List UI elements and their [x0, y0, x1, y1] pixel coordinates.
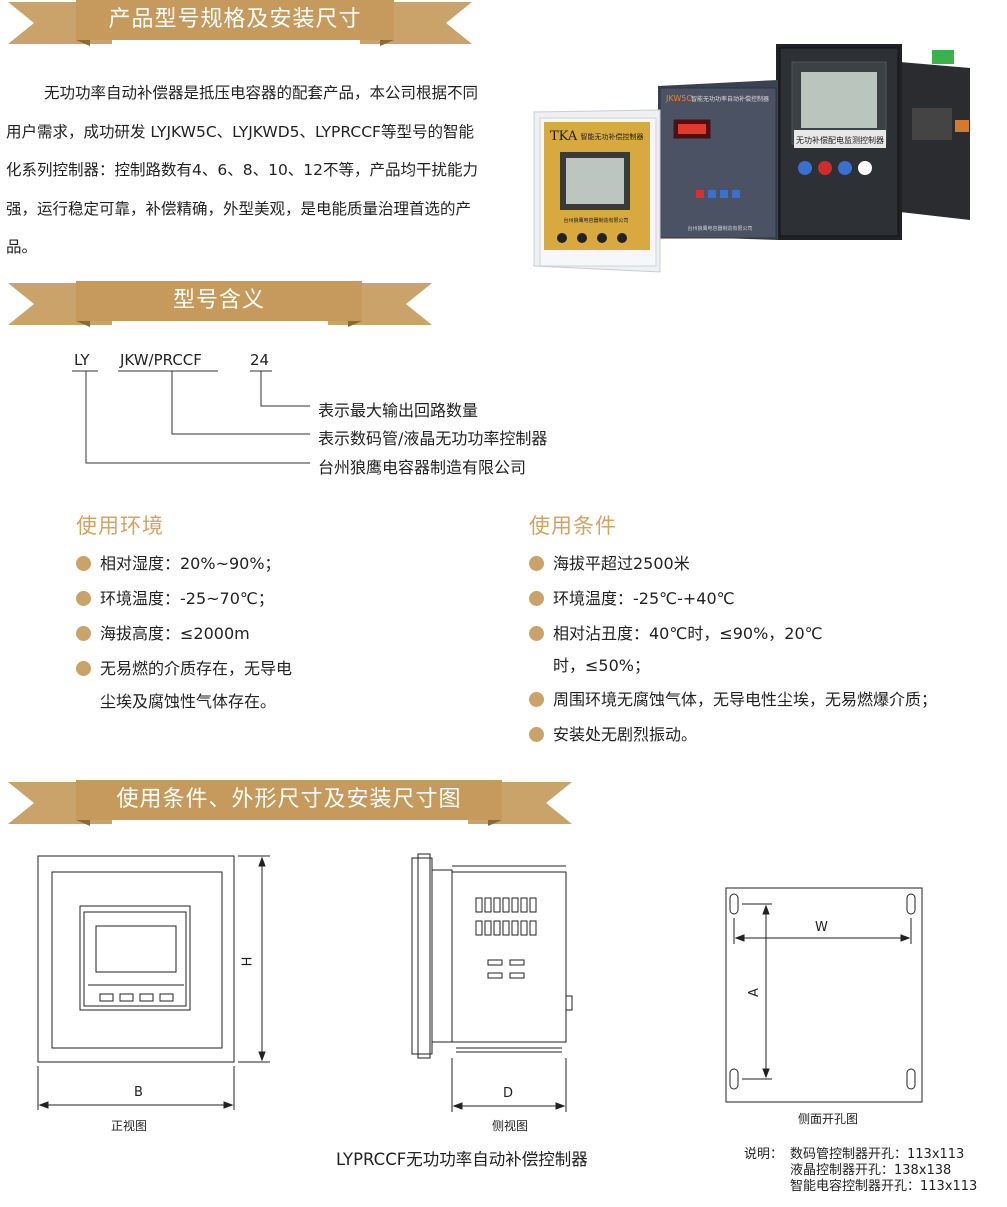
bullet-dot — [76, 626, 91, 641]
bullet-dot — [529, 591, 544, 606]
hole-view-label: 侧面开孔图 — [798, 1112, 859, 1126]
model-code-ly: LY — [74, 351, 90, 369]
banner-ribbon-shape — [8, 780, 572, 826]
condition-item-humidity-cont: 时，≤50%； — [553, 656, 650, 675]
front-view-drawing — [37, 855, 270, 1110]
environment-item-medium: 无易燃的介质存在，无导电 — [76, 659, 292, 679]
dim-label-h: H — [240, 956, 256, 967]
side-view-drawing — [411, 853, 573, 1112]
banner-dimensions: 使用条件、外形尺寸及安装尺寸图 — [0, 780, 580, 826]
model-connector-lines — [72, 370, 310, 464]
bullet-dot — [529, 727, 544, 742]
product-device-2-footer: 台州狼鹰电容器制造有限公司 — [687, 225, 752, 232]
product-device-3-title: 无功补偿配电监测控制器 — [796, 135, 884, 145]
environment-item-altitude: 海拔高度：≤2000m — [76, 624, 250, 644]
environment-item-humidity: 相对湿度：20%~90%； — [76, 554, 281, 574]
bullet-dot — [76, 591, 91, 606]
product-photo: 无功补偿配电监测控制器 JKW5C 智能无功功率自动补偿控制器 台州狼鹰电容器制… — [533, 44, 970, 273]
product-device-1-footer: 台州狼鹰电容器制造有限公司 — [563, 217, 628, 224]
environment-title: 使用环境 — [76, 514, 164, 538]
product-device-1-brand: TKA — [550, 129, 578, 144]
environment-item-temperature: 环境温度：-25~70℃； — [76, 589, 274, 609]
condition-item-humidity: 相对沾丑度：40℃时，≤90%，20℃ — [529, 624, 823, 644]
dim-label-d: D — [503, 1086, 514, 1101]
model-desc-outputs: 表示最大输出回路数量 — [318, 401, 479, 420]
product-device-2-title: 智能无功功率自动补偿控制器 — [691, 95, 769, 103]
hole-note-title: 说明： — [744, 1147, 784, 1162]
hole-note-digital: 数码管控制器开孔：113x113 — [790, 1147, 965, 1162]
dim-label-w: W — [815, 920, 828, 935]
hole-note-lcd: 液晶控制器开孔：138x138 — [790, 1163, 952, 1178]
product-device-3: 无功补偿配电监测控制器 — [776, 44, 970, 240]
condition-item-altitude: 海拔平超过2500米 — [529, 554, 690, 574]
product-device-2-brand: JKW5C — [665, 94, 692, 103]
dimensions-section-title: 使用条件、外形尺寸及安装尺寸图 — [116, 787, 462, 812]
hole-note-smart: 智能电容控制器开孔：113x113 — [790, 1179, 978, 1194]
side-view-label: 侧视图 — [492, 1119, 529, 1133]
dim-label-b: B — [134, 1085, 143, 1100]
intro-paragraph: 无功功率自动补偿器是抵压电容器的配套产品，本公司根据不同用户需求，成功研发 LY… — [6, 84, 479, 256]
product-device-1: TKA 智能无功补偿控制器 台州狼鹰电容器制造有限公司 — [533, 109, 661, 273]
condition-item-temperature: 环境温度：-25℃-+40℃ — [529, 589, 735, 609]
model-desc-controller: 表示数码管/液晶无功功率控制器 — [318, 429, 548, 448]
bullet-dot — [529, 626, 544, 641]
technical-drawings — [37, 853, 923, 1112]
bullet-dot — [529, 556, 544, 571]
bullet-dot — [529, 692, 544, 707]
condition-item-environment: 周围环境无腐蚀气体，无导电性尘埃，无易燃爆介质； — [529, 690, 937, 710]
model-code-jkw: JKW/PRCCF — [120, 351, 202, 369]
drawing-caption: LYPRCCF无功功率自动补偿控制器 — [336, 1150, 588, 1169]
bullet-dot — [76, 556, 91, 571]
model-section-title: 型号含义 — [172, 288, 265, 313]
front-view-label: 正视图 — [111, 1119, 148, 1133]
conditions-title: 使用条件 — [529, 514, 617, 538]
condition-item-vibration: 安装处无剧烈振动。 — [529, 725, 697, 745]
banner-spec: 产品型号规格及安装尺寸 — [0, 0, 480, 46]
model-desc-company: 台州狼鹰电容器制造有限公司 — [318, 458, 527, 477]
dim-label-a: A — [746, 988, 762, 997]
banner-model: 型号含义 — [0, 281, 440, 327]
environment-item-medium-cont: 尘埃及腐蚀性气体存在。 — [100, 692, 277, 711]
banner-ribbon-shape — [8, 0, 472, 46]
intro-text: 无功功率自动补偿器是抵压电容器的配套产品，本公司根据不同用户需求，成功研发 LY… — [6, 74, 486, 267]
product-device-2: JKW5C 智能无功功率自动补偿控制器 台州狼鹰电容器制造有限公司 — [658, 80, 778, 240]
product-device-1-title: 智能无功补偿控制器 — [581, 132, 644, 141]
hole-view-drawing — [725, 887, 923, 1103]
spec-section-title: 产品型号规格及安装尺寸 — [108, 7, 362, 32]
banner-ribbon-shape — [8, 281, 432, 327]
bullet-dot — [76, 661, 91, 676]
model-code-24: 24 — [250, 351, 270, 369]
